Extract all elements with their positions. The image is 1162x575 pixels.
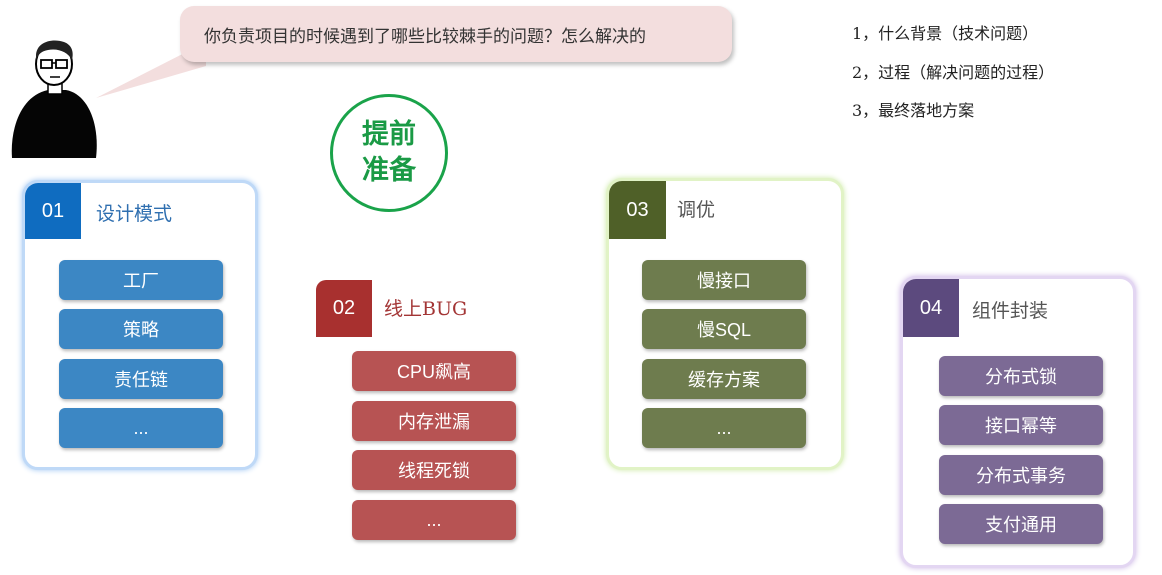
section-04-badge: 04 [903, 279, 959, 337]
section-01-item: 责任链 [59, 359, 223, 399]
section-01-badge: 01 [25, 183, 81, 239]
section-02-item: 线程死锁 [352, 450, 516, 490]
section-02-title: 线上BUG [384, 298, 468, 320]
section-02-item: ... [352, 500, 516, 540]
outline-item-background: 1，什么背景（技术问题） [852, 24, 1039, 43]
speech-bubble-tail [96, 42, 206, 98]
person-avatar-icon [11, 40, 97, 158]
answer-outline: 1，什么背景（技术问题） 2，过程（解决问题的过程） 3，最终落地方案 [852, 20, 1054, 136]
section-04-title: 组件封装 [972, 300, 1049, 322]
section-03-item: ... [642, 408, 806, 448]
section-02-item: 内存泄漏 [352, 401, 516, 441]
section-03-item: 慢接口 [642, 260, 806, 300]
section-03-item: 缓存方案 [642, 359, 806, 399]
section-02-badge: 02 [316, 280, 372, 337]
section-01-title: 设计模式 [96, 203, 173, 225]
section-04-item: 分布式锁 [939, 356, 1103, 396]
section-04-item: 接口幂等 [939, 405, 1103, 445]
prepare-line-1: 提前 [362, 119, 416, 150]
section-04-item: 分布式事务 [939, 455, 1103, 495]
section-03-badge: 03 [609, 181, 666, 239]
prepare-circle: 提前 准备 [330, 94, 448, 212]
section-01-item: ... [59, 408, 223, 448]
question-bubble: 你负责项目的时候遇到了哪些比较棘手的问题？怎么解决的 [180, 6, 732, 62]
section-04-item: 支付通用 [939, 504, 1103, 544]
question-text: 你负责项目的时候遇到了哪些比较棘手的问题？怎么解决的 [204, 26, 646, 47]
prepare-line-2: 准备 [362, 155, 416, 186]
section-02-item: CPU飙高 [352, 351, 516, 391]
section-01-item: 策略 [59, 309, 223, 349]
outline-item-process: 2，过程（解决问题的过程） [852, 62, 1055, 82]
section-03-item: 慢SQL [642, 309, 806, 349]
outline-item-solution: 3，最终落地方案 [852, 101, 975, 120]
section-01-item: 工厂 [59, 260, 223, 300]
section-03-title: 调优 [677, 199, 716, 221]
